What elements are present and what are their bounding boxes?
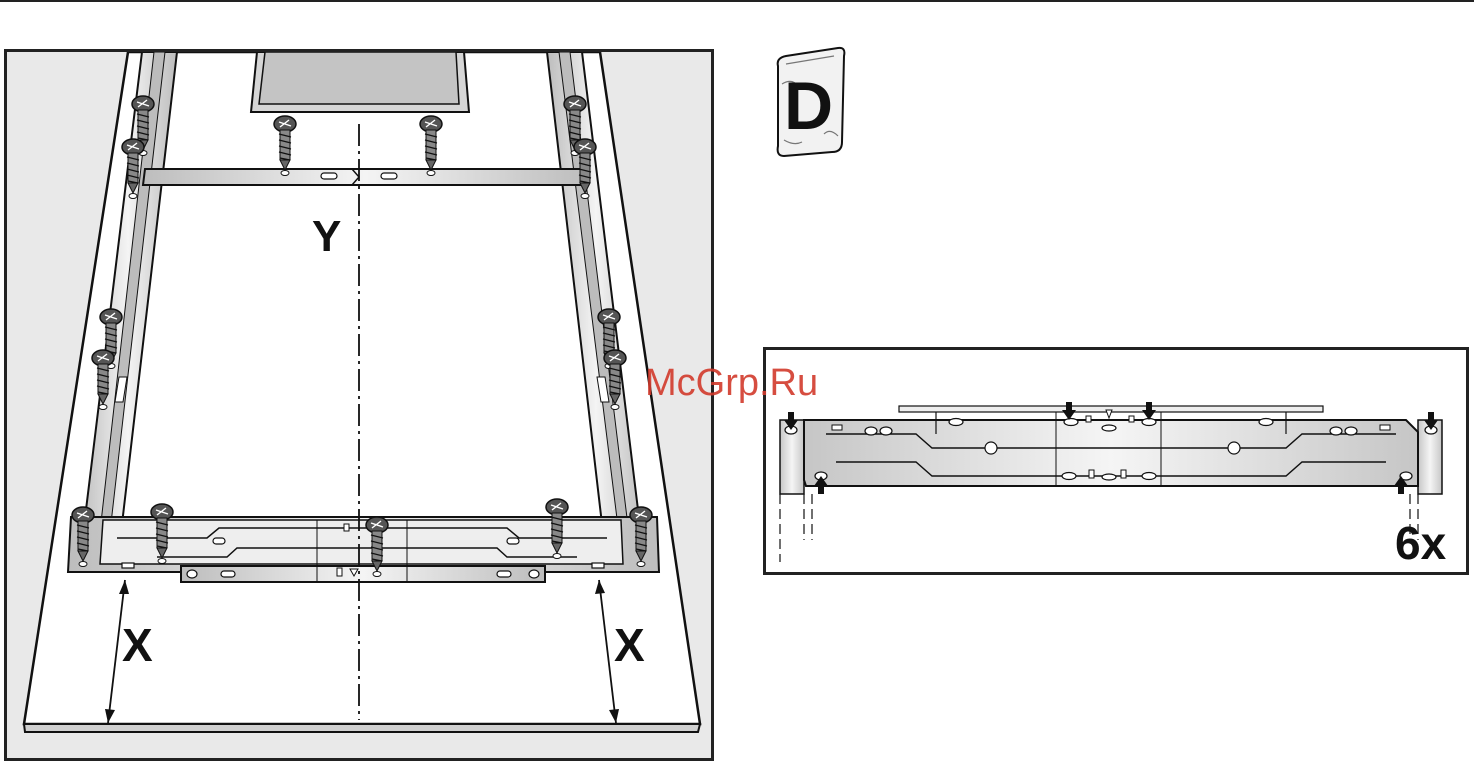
main-illustration-panel	[4, 49, 714, 761]
dimension-label-x-left: X	[122, 622, 153, 668]
parts-bag-letter: D	[784, 72, 833, 140]
detail-panel	[763, 347, 1469, 575]
bracket-lower-strip	[181, 566, 545, 582]
dimension-label-y: Y	[312, 215, 341, 259]
quantity-label: 6x	[1395, 520, 1446, 566]
installation-drawing	[7, 52, 714, 761]
top-crossbar	[143, 169, 587, 185]
top-rule	[0, 0, 1474, 2]
back-panel-inner	[259, 52, 459, 104]
watermark: McGrp.Ru	[645, 362, 818, 405]
worktop-edge	[24, 724, 700, 732]
dimension-label-x-right: X	[614, 622, 645, 668]
bracket-detail-drawing	[766, 350, 1469, 575]
